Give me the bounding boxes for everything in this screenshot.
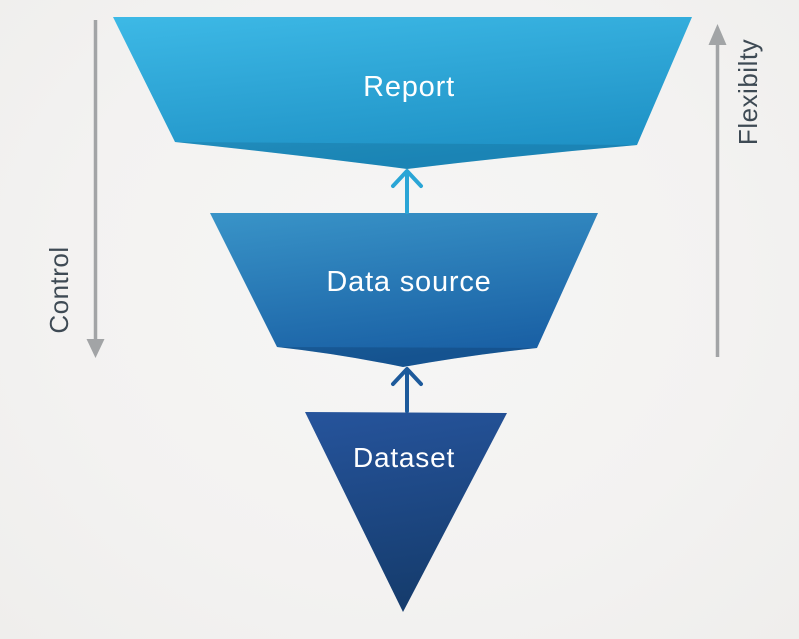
arrow-down-icon <box>86 339 105 358</box>
report-shape <box>113 17 692 169</box>
control-axis: Control <box>44 20 105 358</box>
report-shadow-band <box>175 142 637 169</box>
data-source-shape <box>210 213 598 367</box>
data-source-shadow-band <box>277 347 537 367</box>
arrow-up-icon <box>708 24 727 45</box>
control-label: Control <box>44 246 74 333</box>
flexibility-label: Flexibilty <box>733 39 763 145</box>
up-arrow-datasource-to-report-icon <box>391 169 423 214</box>
dataset-shape <box>305 412 507 612</box>
flexibility-axis: Flexibilty <box>708 24 763 357</box>
up-arrow-dataset-to-datasource-icon <box>391 367 423 413</box>
data-source-label: Data source <box>326 266 491 298</box>
dataset-label: Dataset <box>353 442 455 473</box>
report-label: Report <box>363 71 455 103</box>
